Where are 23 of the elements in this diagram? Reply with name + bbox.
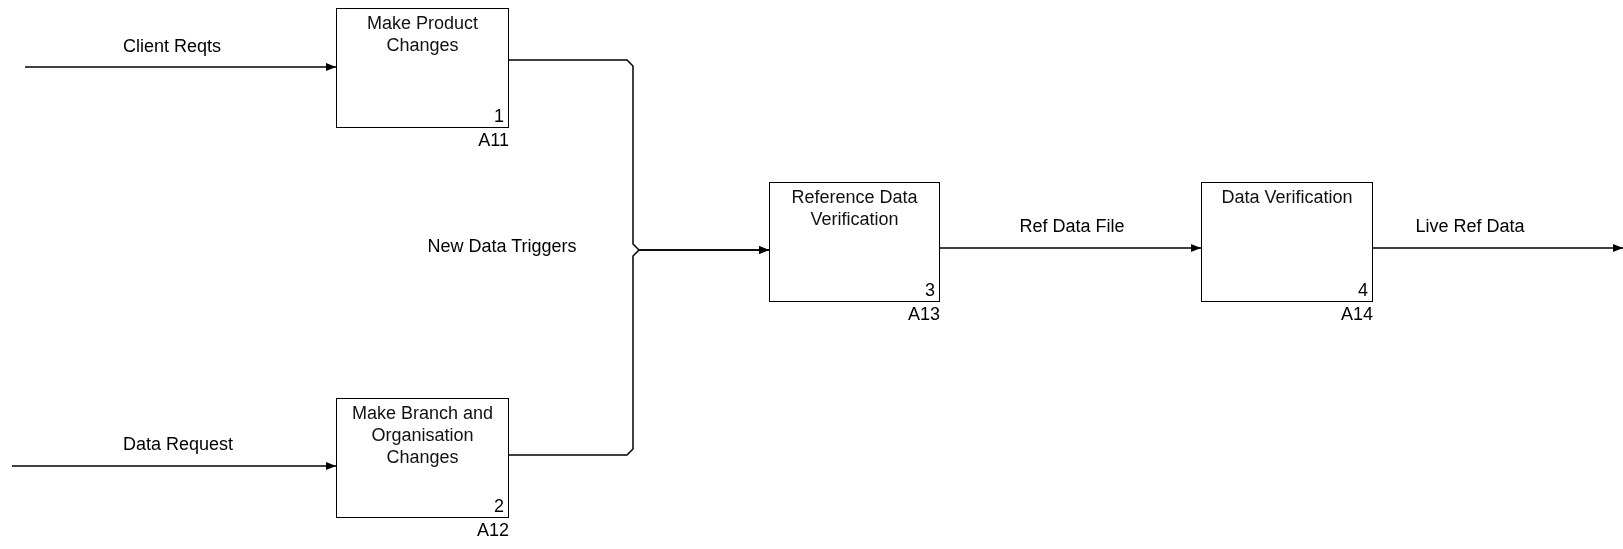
process-box [1201, 182, 1373, 302]
arrow [1372, 244, 1623, 252]
process-label: Make Branch and Organisation Changes [350, 402, 495, 468]
box-number: 1 [494, 106, 504, 126]
box-number: 2 [494, 496, 504, 516]
node-id: A13 [907, 304, 940, 324]
arrow [24, 63, 337, 71]
node-id: A11 [478, 130, 509, 150]
process-box [336, 8, 509, 128]
node-id: A14 [1340, 304, 1373, 324]
arrow [508, 246, 770, 456]
process-box [769, 182, 940, 302]
box-number: 4 [1358, 280, 1368, 300]
process-box [336, 398, 509, 518]
arrow [11, 462, 337, 470]
arrow [939, 244, 1202, 252]
node-id: A12 [476, 520, 509, 540]
box-number: 3 [925, 280, 935, 300]
edge-label: Client Reqts [121, 36, 223, 56]
process-label: Data Verification [1220, 186, 1354, 208]
edge-label: New Data Triggers [425, 236, 579, 256]
process-label: Make Product Changes [365, 12, 480, 56]
process-label: Reference Data Verification [790, 186, 919, 230]
